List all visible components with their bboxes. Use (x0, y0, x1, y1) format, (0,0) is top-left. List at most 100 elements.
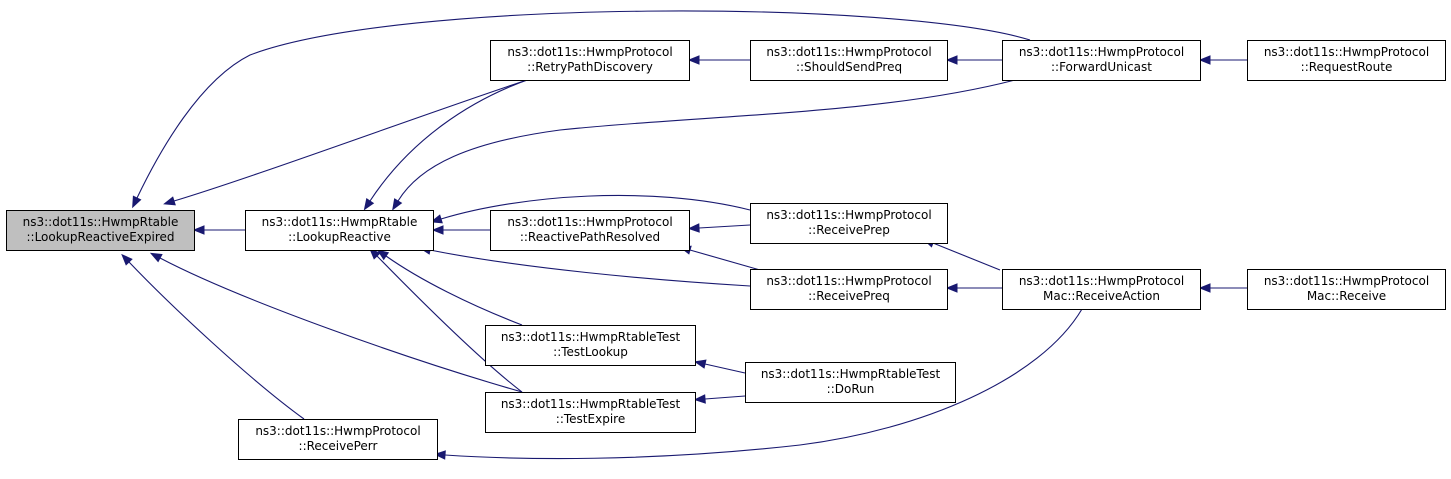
node-box[interactable] (6, 210, 195, 251)
arrowhead-icon (945, 55, 958, 65)
nodes-layer: ns3::dot11s::HwmpRtable::LookupReactiveE… (6, 40, 1446, 460)
edge-fu-to-lre (132, 10, 1031, 209)
arrowhead-icon (163, 196, 176, 206)
node-box[interactable] (485, 325, 696, 366)
node-ra[interactable]: ns3::dot11s::HwmpProtocolMac::ReceiveAct… (1002, 269, 1201, 310)
node-label-line: ::LookupReactiveExpired (26, 230, 174, 244)
node-label-line: ns3::dot11s::HwmpProtocol (255, 424, 420, 438)
arrowhead-icon (132, 195, 142, 209)
node-label-line: ::ForwardUnicast (1051, 60, 1152, 74)
edge-rr-to-fu (1198, 55, 1247, 65)
arrowhead-icon (687, 223, 700, 233)
node-box[interactable] (1247, 269, 1446, 310)
node-box[interactable] (750, 203, 948, 244)
node-rpd[interactable]: ns3::dot11s::HwmpProtocol::RetryPathDisc… (490, 40, 690, 81)
node-label-line: ::RetryPathDiscovery (527, 60, 653, 74)
node-rpreq[interactable]: ns3::dot11s::HwmpProtocol::ReceivePreq (750, 269, 948, 310)
arrowhead-icon (392, 198, 403, 211)
node-label-line: ns3::dot11s::HwmpRtable (262, 215, 418, 229)
edge-rpd-to-lre (163, 78, 531, 206)
node-label-line: ns3::dot11s::HwmpProtocol (1019, 274, 1184, 288)
node-box[interactable] (745, 362, 956, 403)
node-label-line: ::ReactivePathResolved (520, 230, 660, 244)
edge-rprep-to-lr (430, 194, 751, 224)
edge-dr-to-tl (693, 359, 746, 374)
arrowhead-icon (433, 450, 446, 460)
edge-line (128, 261, 305, 420)
node-lre[interactable]: ns3::dot11s::HwmpRtable::LookupReactiveE… (6, 210, 195, 251)
node-label-line: ns3::dot11s::HwmpRtableTest (761, 367, 941, 381)
node-rperr[interactable]: ns3::dot11s::HwmpProtocol::ReceivePerr (238, 419, 438, 460)
edge-rpd-to-lr (363, 78, 531, 211)
node-box[interactable] (238, 419, 438, 460)
edge-tl-to-lr (376, 249, 523, 326)
node-label-line: ::TestLookup (553, 345, 628, 359)
edge-fu-to-lr (392, 79, 1016, 211)
node-ssp[interactable]: ns3::dot11s::HwmpProtocol::ShouldSendPre… (750, 40, 948, 81)
edge-line (369, 78, 531, 202)
edge-te-to-lr (369, 247, 523, 393)
edge-line (698, 224, 751, 229)
node-rprep[interactable]: ns3::dot11s::HwmpProtocol::ReceivePrep (750, 203, 948, 244)
node-box[interactable] (1002, 269, 1201, 310)
edge-line (385, 255, 523, 326)
node-label-line: Mac::ReceiveAction (1043, 289, 1160, 303)
node-label-line: ns3::dot11s::HwmpProtocol (1019, 45, 1184, 59)
node-label-line: ns3::dot11s::HwmpProtocol (507, 215, 672, 229)
node-label-line: ::LookupReactive (288, 230, 391, 244)
edge-ra-to-rpreq (945, 283, 1002, 293)
arrowhead-icon (431, 225, 444, 235)
node-box[interactable] (750, 40, 948, 81)
edge-rcv-to-ra (1198, 283, 1247, 293)
arrowhead-icon (363, 197, 375, 211)
node-fu[interactable]: ns3::dot11s::HwmpProtocol::ForwardUnicas… (1002, 40, 1201, 81)
edge-line (932, 242, 1001, 271)
edge-line (376, 255, 523, 393)
node-dr[interactable]: ns3::dot11s::HwmpRtableTest::DoRun (745, 362, 956, 403)
node-box[interactable] (1247, 40, 1446, 81)
arrowhead-icon (149, 252, 163, 263)
edge-line (704, 395, 746, 400)
node-box[interactable] (1002, 40, 1201, 81)
node-box[interactable] (485, 392, 696, 433)
edge-line (440, 194, 751, 220)
edge-rpreq-to-lr (418, 245, 751, 287)
edge-dr-to-te (693, 394, 746, 404)
node-label-line: ::RequestRoute (1301, 60, 1393, 74)
node-box[interactable] (490, 210, 690, 251)
edge-line (173, 78, 531, 202)
edge-line (704, 363, 746, 374)
arrowhead-icon (945, 283, 958, 293)
arrowhead-icon (693, 359, 707, 369)
edge-lr-to-lre (192, 225, 245, 235)
node-label-line: ::ReceivePerr (299, 439, 378, 453)
node-label-line: ns3::dot11s::HwmpProtocol (1264, 45, 1429, 59)
node-rr[interactable]: ns3::dot11s::HwmpProtocol::RequestRoute (1247, 40, 1446, 81)
node-rprs[interactable]: ns3::dot11s::HwmpProtocol::ReactivePathR… (490, 210, 690, 251)
node-label-line: ns3::dot11s::HwmpProtocol (507, 45, 672, 59)
node-label-line: ns3::dot11s::HwmpProtocol (766, 208, 931, 222)
edge-ra-to-rperr (433, 308, 1083, 460)
arrowhead-icon (376, 249, 390, 261)
node-tl[interactable]: ns3::dot11s::HwmpRtableTest::TestLookup (485, 325, 696, 366)
node-label-line: Mac::Receive (1307, 289, 1386, 303)
node-box[interactable] (245, 210, 434, 251)
edge-line (444, 308, 1083, 460)
node-box[interactable] (490, 40, 690, 81)
node-label-line: ns3::dot11s::HwmpRtableTest (501, 330, 681, 344)
arrowhead-icon (430, 214, 443, 224)
node-box[interactable] (750, 269, 948, 310)
node-te[interactable]: ns3::dot11s::HwmpRtableTest::TestExpire (485, 392, 696, 433)
edge-fu-to-ssp (945, 55, 1002, 65)
edge-rperr-to-lre (121, 253, 305, 420)
node-label-line: ::ReceivePrep (808, 223, 890, 237)
node-label-line: ::DoRun (827, 382, 875, 396)
node-lr[interactable]: ns3::dot11s::HwmpRtable::LookupReactive (245, 210, 434, 251)
edge-rprs-to-lr (431, 225, 490, 235)
node-label-line: ::ShouldSendPreq (796, 60, 902, 74)
arrowhead-icon (192, 225, 205, 235)
edge-line (429, 249, 751, 287)
arrowhead-icon (693, 394, 706, 404)
